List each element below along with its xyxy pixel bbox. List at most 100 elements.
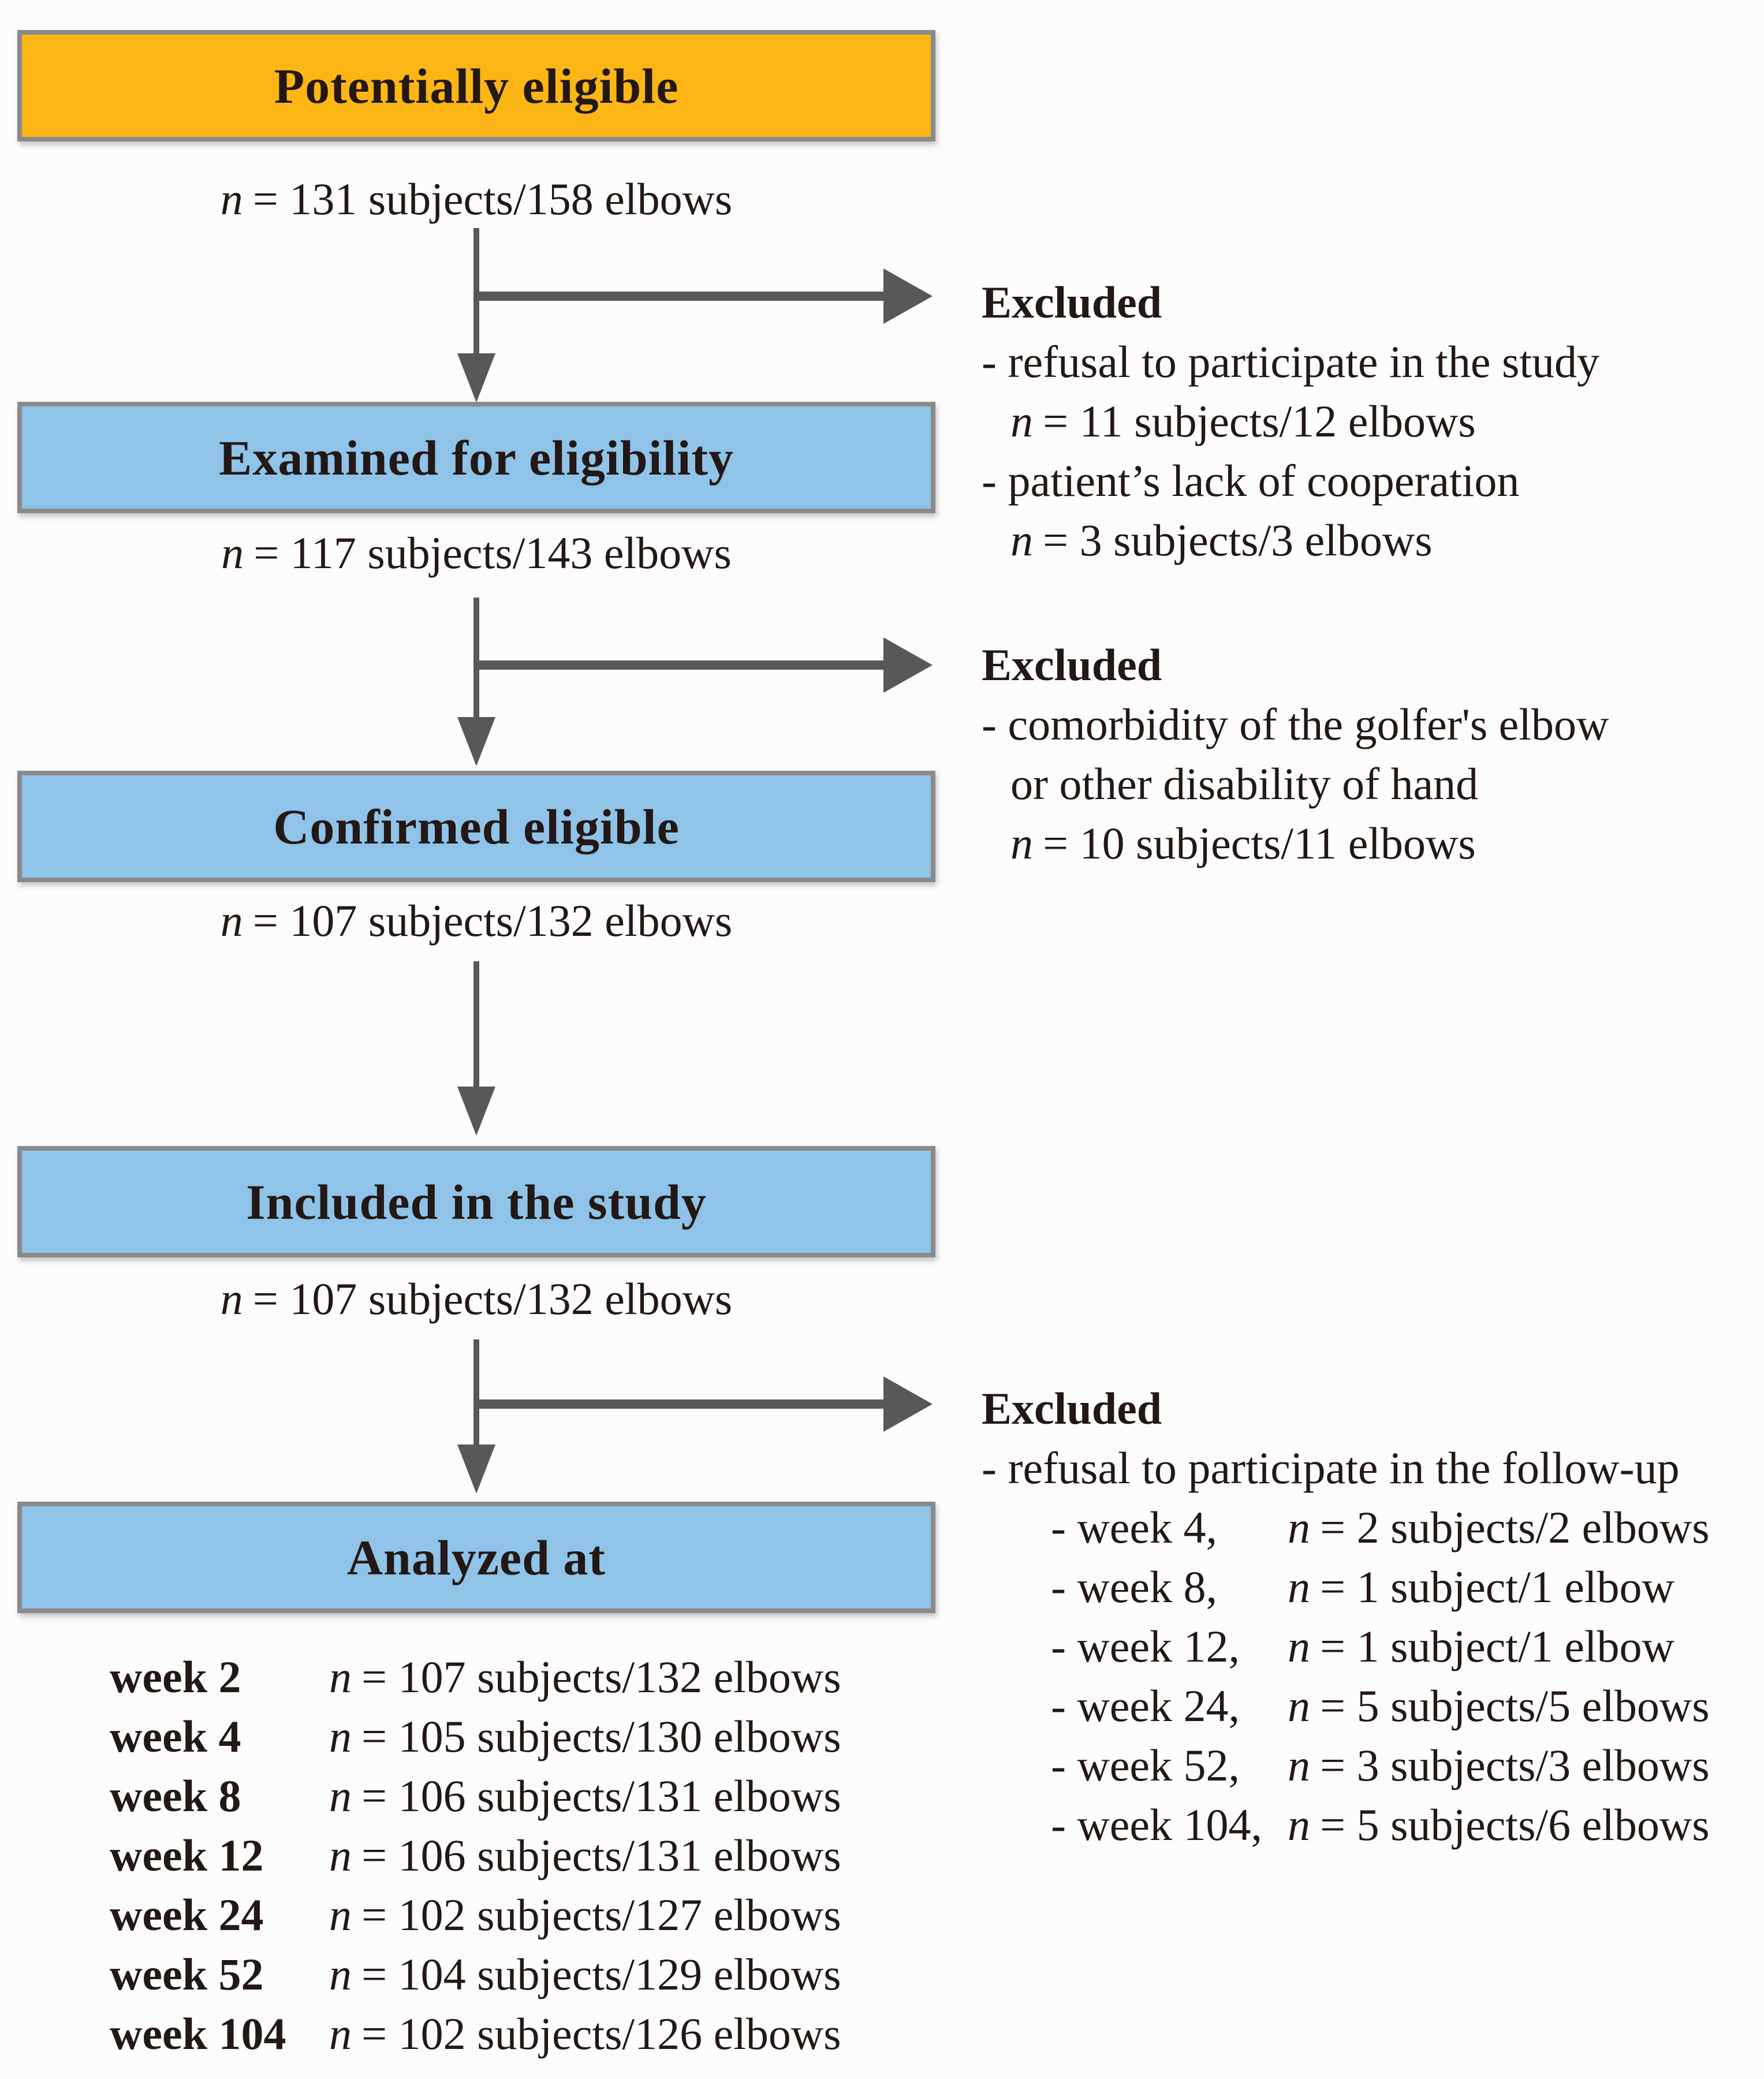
analyzed-week-row: week 52 n= 104 subjects/129 elbows [110,1944,841,2004]
excluded-item-stat: n= 10 subjects/11 elbows [982,813,1609,873]
week-label: week 104 [110,2009,286,2059]
stat-n: n [1288,1562,1310,1612]
branch-line-2 [476,660,883,670]
stat-n: n [220,895,243,946]
stat-n: n [1288,1740,1310,1790]
stat-potentially-eligible: n= 131 subjects/158 elbows [17,170,935,228]
stat-n: n [1288,1621,1310,1671]
down-arrow-head-3 [457,1087,495,1136]
week-label: week 52 [110,1949,264,1999]
week-label: week 4 [110,1711,241,1761]
box-title: Analyzed at [346,1529,606,1585]
week-label: - week 104, [1051,1800,1263,1850]
excluded-item-continued: or other disability of hand [1010,759,1479,809]
excluded-week-row: - week 52, n= 3 subjects/3 elbows [982,1735,1710,1795]
stat-value: = 10 subjects/11 elbows [1043,818,1476,868]
stat-n: n [329,1830,352,1880]
box-title: Potentially eligible [274,58,679,114]
branch-line-1 [476,292,883,301]
stat-n: n [221,528,244,578]
stat-value: = 102 subjects/126 elbows [361,2009,841,2059]
stat-n: n [1288,1800,1310,1850]
stat-n: n [220,174,243,224]
stat-n: n [329,1711,352,1761]
week-label: week 12 [110,1830,264,1880]
box-analyzed-at: Analyzed at [17,1502,935,1613]
week-label: - week 52, [1051,1740,1240,1790]
right-arrow-head-3 [883,1376,933,1432]
excluded-heading: Excluded [982,1383,1162,1434]
analyzed-week-row: week 24 n= 102 subjects/127 elbows [110,1885,841,1944]
stat-examined-for-eligibility: n= 117 subjects/143 elbows [17,524,935,582]
box-potentially-eligible: Potentially eligible [17,30,935,141]
down-arrow-head-1 [457,353,495,402]
stat-value: = 5 subjects/6 elbows [1320,1800,1710,1850]
excluded-block-1: Excluded - refusal to participate in the… [982,273,1599,570]
stat-value: = 105 subjects/130 elbows [361,1711,841,1761]
stat-value: = 107 subjects/132 elbows [361,1652,841,1702]
stat-n: n [1288,1502,1310,1552]
excluded-week-row: - week 24,n= 5 subjects/5 elbows [982,1676,1710,1735]
stat-value: = 106 subjects/131 elbows [361,1830,841,1880]
stat-value: = 104 subjects/129 elbows [361,1949,841,1999]
stat-value: = 5 subjects/5 elbows [1320,1681,1710,1731]
box-confirmed-eligible: Confirmed eligible [17,771,935,882]
stat-value: = 2 subjects/2 elbows [1320,1502,1710,1552]
excluded-week-row: - week 104, n= 5 subjects/6 elbows [982,1795,1710,1854]
analyzed-week-row: week 8 n= 106 subjects/131 elbows [110,1766,841,1826]
down-arrow-line-3 [473,961,479,1091]
right-arrow-head-2 [883,637,933,693]
stat-n: n [329,1949,352,1999]
stat-value: = 107 subjects/132 elbows [252,895,733,946]
stat-value: = 102 subjects/127 elbows [361,1890,841,1940]
excluded-heading: Excluded [982,640,1162,690]
stat-n: n [1010,396,1033,446]
down-arrow-head-4 [457,1445,495,1494]
excluded-week-row: - week 12,n= 1 subject/1 elbow [982,1617,1710,1676]
stat-value: = 106 subjects/131 elbows [361,1771,841,1821]
analyzed-week-row: week 4 n= 105 subjects/130 elbows [110,1707,841,1766]
stat-value: = 11 subjects/12 elbows [1043,396,1476,446]
excluded-item-stat: n= 3 subjects/3 elbows [982,510,1599,570]
box-title: Included in the study [246,1174,707,1230]
stat-value: = 3 subjects/3 elbows [1320,1740,1710,1790]
stat-value: = 1 subject/1 elbow [1320,1562,1675,1612]
down-arrow-line-4 [473,1339,479,1449]
stat-n: n [329,1890,352,1940]
stat-value: = 107 subjects/132 elbows [252,1274,733,1324]
week-label: week 24 [110,1890,264,1940]
down-arrow-line-2 [473,598,479,722]
week-label: - week 4, [1051,1502,1218,1552]
excluded-week-row: - week 8, n= 1 subject/1 elbow [982,1557,1710,1617]
stat-n: n [329,2009,352,2059]
down-arrow-head-2 [457,717,495,766]
excluded-item: - comorbidity of the golfer's elbow [982,699,1609,749]
box-included-in-the-study: Included in the study [17,1146,935,1257]
stat-confirmed-eligible: n= 107 subjects/132 elbows [17,892,935,950]
excluded-item-stat: n= 11 subjects/12 elbows [982,391,1599,451]
box-title: Confirmed eligible [273,798,680,854]
excluded-week-row: - week 4, n= 2 subjects/2 elbows [982,1498,1710,1557]
week-label: - week 8, [1051,1562,1218,1612]
box-title: Examined for eligibility [219,430,734,486]
stat-n: n [220,1274,243,1324]
excluded-item: - refusal to participate in the follow-u… [982,1443,1680,1493]
box-examined-for-eligibility: Examined for eligibility [17,402,935,513]
stat-n: n [1010,515,1033,565]
stat-value: = 131 subjects/158 elbows [252,174,733,224]
excluded-heading: Excluded [982,277,1162,327]
stat-n: n [329,1771,352,1821]
week-label: - week 12, [1051,1621,1240,1671]
stat-value: = 117 subjects/143 elbows [253,528,732,578]
stat-value: = 3 subjects/3 elbows [1043,515,1433,565]
week-label: week 8 [110,1771,241,1821]
stat-included-in-the-study: n= 107 subjects/132 elbows [17,1270,935,1328]
right-arrow-head-1 [883,268,933,324]
excluded-item: - patient’s lack of cooperation [982,456,1520,506]
analyzed-week-row: week 104 n= 102 subjects/126 elbows [110,2004,841,2063]
branch-line-3 [476,1399,883,1409]
week-label: week 2 [110,1652,241,1702]
week-label: - week 24, [1051,1681,1240,1731]
